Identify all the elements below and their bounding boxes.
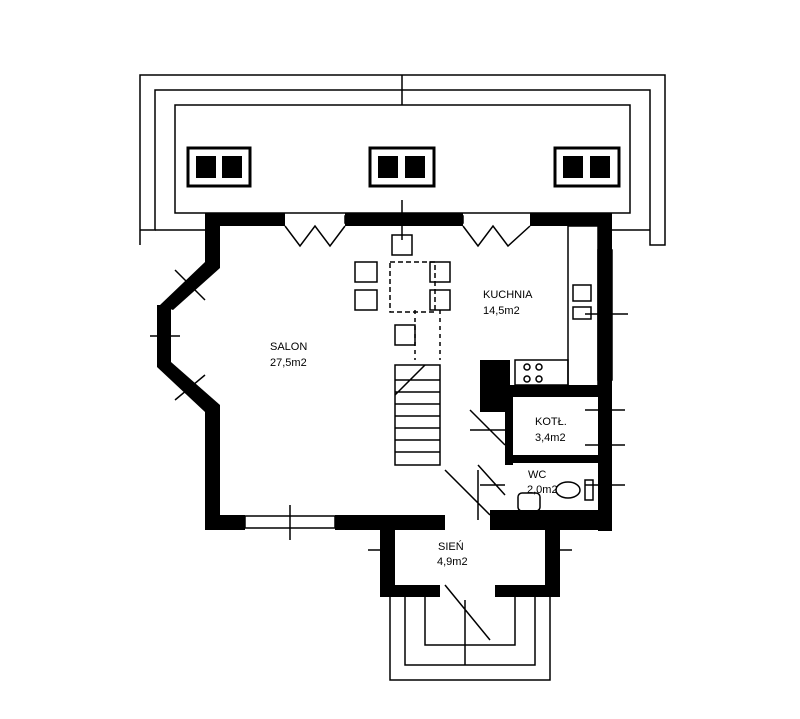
room-label-sien: SIEŃ 4,9m2 [437, 540, 468, 568]
room-name: SALON [270, 341, 307, 353]
room-area: 14,5m2 [483, 305, 520, 317]
roof-window [186, 146, 252, 188]
roof-windows [186, 146, 621, 188]
room-name: KOTŁ. [535, 416, 567, 428]
stairs [394, 310, 441, 466]
roof-window [368, 146, 436, 188]
room-label-wc: WC 2,0m2 [527, 469, 558, 496]
room-area: 3,4m2 [535, 432, 566, 444]
porch [389, 597, 551, 681]
room-name: SIEŃ [438, 540, 464, 553]
room-name: KUCHNIA [483, 289, 533, 301]
table-and-chairs [354, 234, 451, 346]
kitchen-counter [514, 225, 599, 387]
room-area: 4,9m2 [437, 556, 468, 568]
sanitary [517, 479, 594, 512]
room-label-salon: SALON 27,5m2 [270, 341, 307, 369]
room-label-kotlownia: KOTŁ. 3,4m2 [535, 416, 567, 444]
room-name: WC [528, 469, 546, 481]
roof-window [553, 146, 621, 188]
windows [150, 215, 628, 551]
room-area: 2,0m2 [527, 484, 558, 496]
room-area: 27,5m2 [270, 357, 307, 369]
walls [157, 213, 612, 597]
room-label-kuchnia: KUCHNIA 14,5m2 [483, 289, 533, 317]
doors [284, 200, 531, 665]
